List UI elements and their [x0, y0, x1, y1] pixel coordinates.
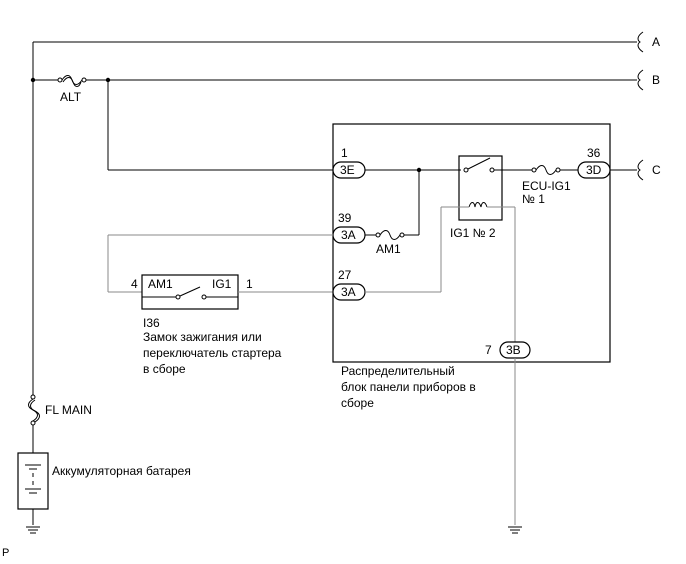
relay-switch-blade [467, 157, 491, 170]
pin-3a-bottom-label: 3A [341, 285, 356, 299]
ground-icon [508, 526, 522, 534]
ecu-ig1-fuse-symbol [531, 165, 561, 175]
relay-ig1-no2-box [458, 155, 503, 221]
pin-3a-top-number: 39 [338, 211, 352, 225]
fl-main-label: FL MAIN [45, 403, 92, 417]
relay-contact [463, 167, 469, 173]
battery-label: Аккумуляторная батарея [52, 464, 191, 478]
ignition-switch-am1-terminal: AM1 [148, 277, 173, 291]
switch-blade [179, 286, 201, 297]
relay-label: IG1 № 2 [450, 226, 496, 240]
junction-block-name-1: Распределительный [341, 364, 455, 378]
ground-icon [26, 526, 40, 534]
am1-fuse-symbol [375, 230, 405, 240]
junction-dot [30, 77, 36, 83]
connector-b-label: B [652, 73, 660, 87]
battery-icon [25, 464, 41, 494]
ecu-ig1-fuse-label: ECU-IG1 [522, 179, 571, 193]
junction-block-name-2: блок панели приборов в [341, 380, 476, 394]
switch-contact [201, 294, 207, 300]
pin-3b-number: 7 [485, 343, 492, 357]
alt-fuse-label: ALT [60, 90, 82, 104]
ignition-switch-pin-right: 1 [246, 277, 253, 291]
ignition-switch-name-2: переключатель стартера [143, 346, 282, 360]
relay-contact [489, 167, 495, 173]
connector-c-label: C [652, 163, 661, 177]
connector-c-symbol [637, 159, 644, 181]
alt-fuse-symbol [57, 75, 87, 87]
relay-coil [468, 202, 488, 208]
connector-a-symbol [637, 31, 644, 53]
pin-3d-number: 36 [587, 146, 601, 160]
pin-3a-bottom-number: 27 [338, 268, 352, 282]
am1-fuse-label: AM1 [376, 242, 401, 256]
pin-3d-label: 3D [586, 163, 602, 177]
junction-block-name-3: сборе [341, 396, 374, 410]
switch-contact [175, 294, 181, 300]
pin-3b-label: 3B [506, 343, 521, 357]
ecu-ig1-fuse-number: № 1 [522, 192, 545, 206]
ignition-switch-name-1: Замок зажигания или [143, 330, 262, 344]
ignition-switch-pin-left: 4 [131, 277, 138, 291]
connector-b-symbol [637, 69, 644, 91]
ignition-switch-name-3: в сборе [143, 362, 186, 376]
fl-main-fusible-link-symbol [28, 394, 40, 426]
footer-mark: P [2, 547, 9, 559]
junction-block-outline [332, 123, 611, 363]
ignition-switch-ig1-terminal: IG1 [212, 277, 232, 291]
pin-3e-label: 3E [340, 163, 355, 177]
connector-a-label: A [652, 35, 660, 49]
pin-3e-number: 1 [341, 146, 348, 160]
ignition-switch-code: I36 [143, 316, 160, 330]
pin-3a-top-label: 3A [341, 228, 356, 242]
